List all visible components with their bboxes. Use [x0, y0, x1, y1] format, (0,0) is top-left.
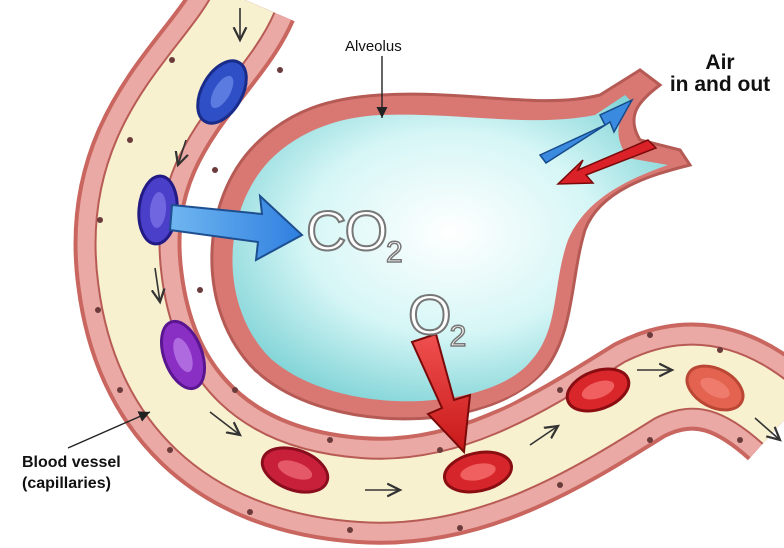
o2-subscript: 2: [450, 320, 465, 353]
blood-vessel-label-line1: Blood vessel: [22, 452, 121, 473]
blood-vessel-label: Blood vessel (capillaries): [22, 452, 121, 494]
co2-label: CO2: [306, 198, 401, 270]
o2-label: O2: [408, 282, 464, 354]
air-label: Air in and out: [660, 52, 780, 96]
air-label-line2: in and out: [660, 74, 780, 96]
blood-vessel-label-line2: (capillaries): [22, 473, 121, 494]
co2-subscript: 2: [386, 236, 401, 269]
air-label-line1: Air: [660, 52, 780, 74]
alveolus-label: Alveolus: [345, 38, 402, 55]
co2-main: CO: [306, 199, 386, 262]
o2-main: O: [408, 283, 450, 346]
